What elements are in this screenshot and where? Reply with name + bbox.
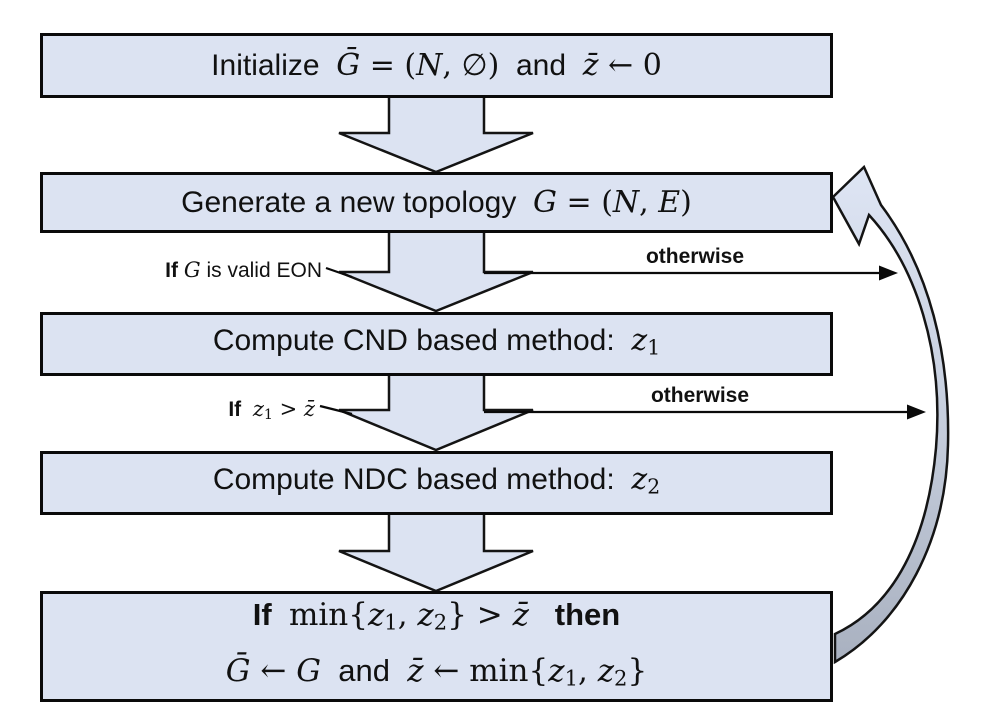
text-segment: ← min{ [423,652,549,689]
down-block-arrow-4 [338,511,534,593]
text-segment: If [165,259,184,282]
box-compute-cnd-text: Compute CND based method: z1 [213,320,660,368]
text-segment: ← 0 [598,47,662,83]
text-segment: z [367,596,385,633]
text-segment: then [554,596,621,632]
text-segment: G [296,652,321,689]
text-segment: Ḡ [336,47,361,83]
text-segment: } [627,652,648,689]
text-segment: z [252,397,264,421]
box-generate-topology-text: Generate a new topology G = (N, E) [181,182,692,224]
text-segment: G [183,258,201,282]
text-segment: 2 [614,665,628,691]
label-connector-top [325,266,353,279]
text-segment: z̄ [407,652,424,689]
text-segment: If [228,398,253,421]
box-compute-ndc-text: Compute NDC based method: z2 [213,459,660,507]
text-segment: is valid EON [200,259,322,282]
text-segment: > [272,397,304,421]
box-update-best-line-1: If min{z1, z2} > z̄ then [253,591,620,647]
text-segment: z̄ [512,596,529,633]
text-segment: and [499,48,583,82]
text-segment: z [631,461,648,497]
text-segment: Compute NDC based method: [212,462,632,496]
text-segment: ) [680,184,692,220]
text-segment: z̄ [303,397,315,421]
box-generate-topology: Generate a new topology G = (N, E) [40,172,833,233]
text-segment: 2 [433,609,448,635]
text-segment: } > [447,596,513,633]
label-if-valid-eon: If G is valid EON [100,257,322,284]
text-segment: , [577,652,598,689]
text-segment: Ḡ [225,652,251,689]
text-segment: min{ [288,596,368,633]
text-segment: G [533,184,557,220]
text-segment: 1 [263,407,273,424]
text-segment: , [397,596,418,633]
text-segment: , ∅) [442,47,500,83]
text-segment: , [639,184,659,220]
text-segment: N [416,47,443,83]
text-segment: 1 [647,335,661,360]
box-compute-cnd: Compute CND based method: z1 [40,312,833,376]
text-segment: If [252,596,289,632]
box-update-best: If min{z1, z2} > z̄ then Ḡ ← G and z̄ ←… [40,591,833,702]
label-if-z1: If z1 > z̄ [100,396,315,429]
label-otherwise-top: otherwise [645,245,745,268]
down-block-arrow-3 [338,372,534,452]
label-otherwise-bottom: otherwise [650,384,750,407]
text-segment: N [612,184,640,220]
down-block-arrow-1 [338,94,534,174]
text-segment: 1 [564,665,578,691]
text-segment: z [417,596,434,633]
otherwise-arrow-bottom-head [907,404,926,420]
text-segment: z [548,652,565,689]
box-compute-ndc: Compute NDC based method: z2 [40,451,833,515]
text-segment: z [597,652,615,689]
text-segment: Compute CND based method: [212,323,632,357]
text-segment: = ( [557,184,613,220]
loop-back-arrow [831,164,950,665]
text-segment: Initialize [211,48,337,82]
label-connector-bottom [319,404,353,416]
text-segment: ← [250,652,297,689]
box-update-best-line-2: Ḡ ← G and z̄ ← min{z1, z2} [226,647,647,703]
text-segment: and [321,652,408,688]
text-segment: z̄ [582,47,599,83]
text-segment: = ( [360,47,417,83]
down-block-arrow-2 [338,229,534,313]
text-segment: 2 [647,474,661,499]
text-segment: z [631,322,648,358]
text-segment [529,597,555,632]
text-segment: E [658,184,681,220]
box-initialize: Initialize Ḡ = (N, ∅) and z̄ ← 0 [40,33,833,98]
text-segment: Generate a new topology [181,185,534,219]
text-segment: 1 [384,609,398,635]
box-initialize-text: Initialize Ḡ = (N, ∅) and z̄ ← 0 [211,45,662,87]
otherwise-arrow-top-head [879,265,898,281]
